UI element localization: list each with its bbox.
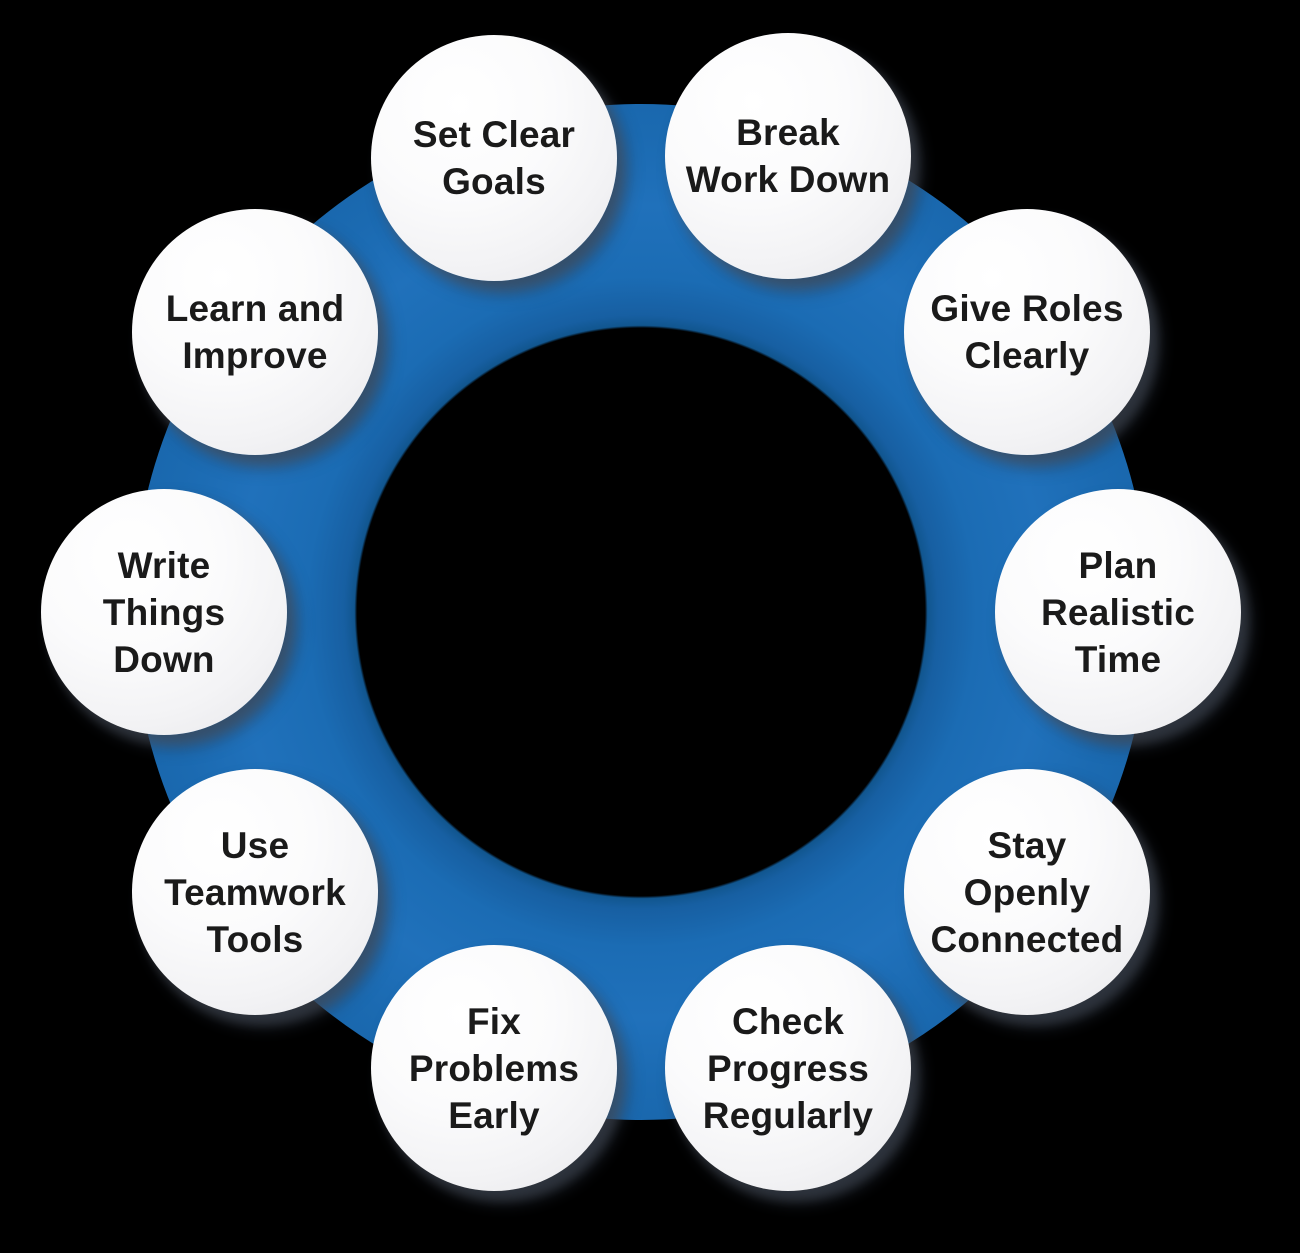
node-label: Set Clear Goals xyxy=(412,114,576,202)
node-label: Check Progress Regularly xyxy=(702,1000,874,1136)
cycle-node-learn-and-improve: Learn and Improve xyxy=(132,209,378,455)
node-label: Use Teamwork Tools xyxy=(164,824,346,960)
node-label: Plan Realistic Time xyxy=(1041,544,1195,680)
cycle-node-break-work-down: Break Work Down xyxy=(665,33,911,279)
cycle-node-give-roles-clearly: Give Roles Clearly xyxy=(904,209,1150,455)
node-label: Stay Openly Connected xyxy=(930,824,1124,960)
cycle-node-set-clear-goals: Set Clear Goals xyxy=(371,35,617,281)
node-label: Break Work Down xyxy=(685,112,891,200)
node-label: Learn and Improve xyxy=(165,288,345,376)
node-label: Write Things Down xyxy=(102,544,226,680)
cycle-node-write-things-down: Write Things Down xyxy=(41,489,287,735)
cycle-node-use-teamwork-tools: Use Teamwork Tools xyxy=(132,769,378,1015)
node-label: Give Roles Clearly xyxy=(930,288,1124,376)
cycle-node-stay-openly-connected: Stay Openly Connected xyxy=(904,769,1150,1015)
cycle-node-fix-problems-early: Fix Problems Early xyxy=(371,945,617,1191)
cycle-node-plan-realistic-time: Plan Realistic Time xyxy=(995,489,1241,735)
node-label: Fix Problems Early xyxy=(408,1000,580,1136)
cycle-node-check-progress-regularly: Check Progress Regularly xyxy=(665,945,911,1191)
